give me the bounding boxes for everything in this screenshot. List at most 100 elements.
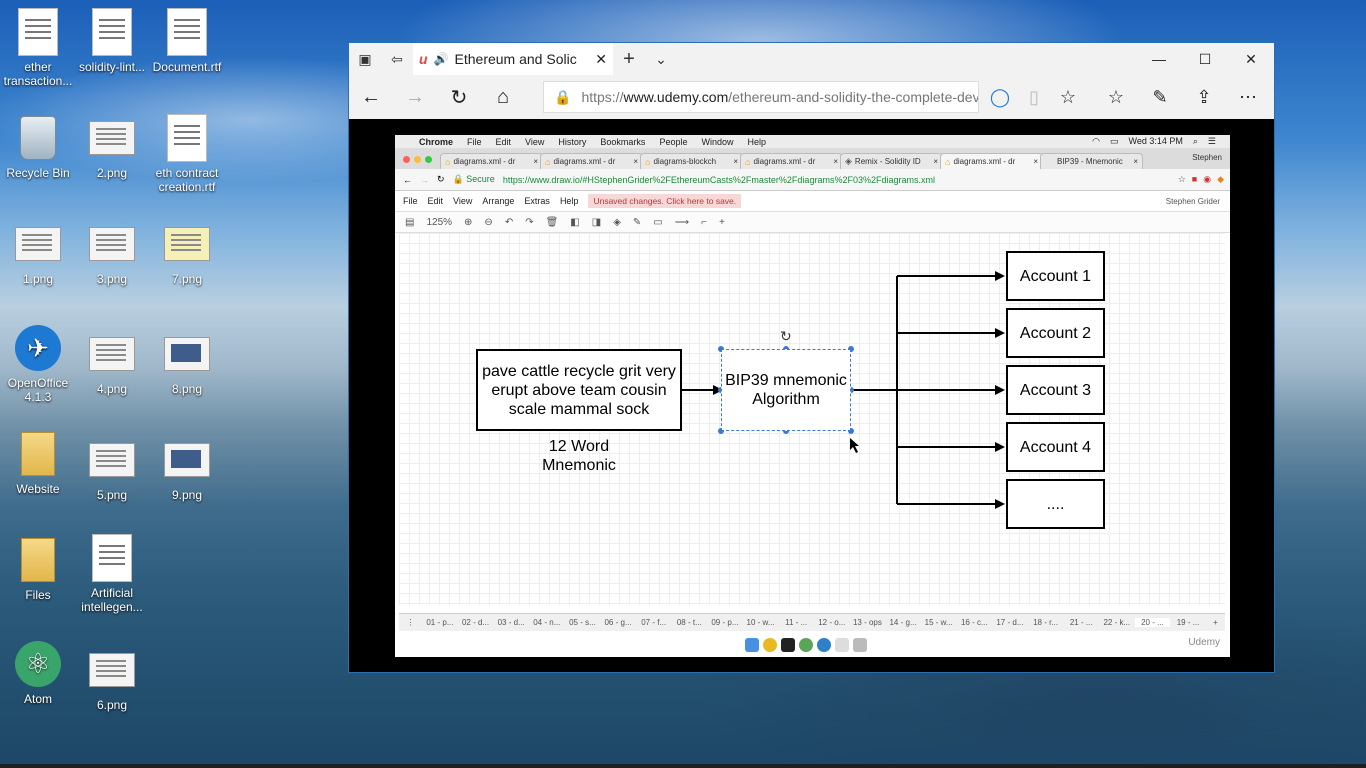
minimize-icon[interactable]: —: [1152, 51, 1166, 67]
edge-tab-active[interactable]: u 🔊 Ethereum and Solic ✕: [413, 43, 613, 75]
mac-menu-edit: Edit: [495, 136, 512, 147]
opera-icon: ◉: [1203, 174, 1212, 184]
unsaved-changes-notice: Unsaved changes. Click here to save.: [588, 194, 742, 208]
zoom-level: 125%: [426, 216, 453, 228]
image-file-icon: [89, 653, 135, 687]
desktop-icon-label: 3.png: [96, 272, 128, 286]
account-label: ....: [1046, 495, 1065, 513]
desktop-icon-label: 2.png: [96, 166, 128, 180]
reading-view-icon[interactable]: ▯: [1029, 86, 1039, 107]
desktop-icon-5-png[interactable]: 5.png: [74, 436, 150, 502]
close-tab-icon[interactable]: ✕: [595, 50, 607, 67]
account-label: Account 1: [1019, 267, 1092, 285]
zoom-in-icon: ⊕: [464, 216, 473, 228]
address-bar[interactable]: 🔒 https://www.udemy.com/ethereum-and-sol…: [543, 81, 979, 113]
chrome-tab: ◈Remix - Solidity ID×: [840, 153, 943, 169]
desktop-icon-label: Artificial intellegen...: [81, 586, 143, 614]
openoffice-icon: ✈: [15, 325, 61, 371]
atom-icon: ⚛: [15, 641, 61, 687]
safari-icon: [817, 638, 831, 652]
edge-browser-window: ▣ ⇦ u 🔊 Ethereum and Solic ✕ + ⌄ — ☐ ✕ ←…: [348, 42, 1275, 673]
desktop-icon-solidity-lint[interactable]: solidity-lint...: [74, 8, 150, 74]
mnemonic-box: pave cattle recycle grit very erupt abov…: [476, 349, 682, 431]
diagram-connectors: ↻: [682, 271, 1005, 509]
tabs-aside-icon[interactable]: ⇦: [391, 50, 403, 67]
desktop-icon-3-png[interactable]: 3.png: [74, 220, 150, 286]
more-icon[interactable]: ⋯: [1239, 86, 1257, 107]
rotate-handle-icon: ↻: [780, 329, 792, 345]
drawio-favicon-icon: ⌂: [645, 156, 651, 167]
refresh-icon[interactable]: ↻: [450, 86, 468, 109]
chrome-icon: [763, 638, 777, 652]
image-file-icon: [89, 337, 135, 371]
address-host: www.udemy.com: [623, 89, 729, 105]
desktop-icon-2-png[interactable]: 2.png: [74, 114, 150, 180]
page-tab: 21 - ...: [1069, 618, 1093, 627]
favorites-hub-icon[interactable]: ☆: [1107, 86, 1125, 107]
document-icon: [835, 638, 849, 652]
desktop-icon-recycle-bin[interactable]: Recycle Bin: [0, 114, 76, 180]
desktop-icon-4-png[interactable]: 4.png: [74, 330, 150, 396]
desktop-icon-8-png[interactable]: 8.png: [149, 330, 225, 396]
wifi-icon: ◠: [1092, 136, 1100, 146]
drawio-menubar: File Edit View Arrange Extras Help Unsav…: [395, 191, 1230, 211]
desktop-icon-ether-transaction[interactable]: ether transaction...: [0, 8, 76, 88]
mac-menu-file: File: [467, 136, 482, 147]
drawio-favicon-icon: ⌂: [545, 156, 551, 167]
forward-arrow-icon[interactable]: →: [405, 85, 425, 108]
drawio-menu-arrange: Arrange: [482, 196, 515, 206]
desktop-icon-atom[interactable]: ⚛ Atom: [0, 640, 76, 706]
desktop-icon-files-folder[interactable]: Files: [0, 536, 76, 602]
drawio-menu-edit: Edit: [427, 196, 444, 206]
close-window-icon[interactable]: ✕: [1245, 50, 1257, 67]
desktop-icon-label: 6.png: [96, 698, 128, 712]
new-tab-icon[interactable]: +: [623, 47, 635, 70]
desktop-icon-9-png[interactable]: 9.png: [149, 436, 225, 502]
close-icon: ×: [533, 157, 538, 166]
maximize-icon[interactable]: ☐: [1198, 50, 1212, 67]
page-tab: 08 - t...: [676, 618, 702, 627]
tab-preview-chevron-icon[interactable]: ⌄: [655, 50, 667, 67]
document-icon: [167, 114, 207, 162]
page-tab: 07 - f...: [641, 618, 667, 627]
close-icon: ×: [1033, 157, 1038, 166]
desktop-icon-label: 4.png: [96, 382, 128, 396]
web-note-pen-icon[interactable]: ✎: [1152, 86, 1168, 107]
set-aside-tabs-icon[interactable]: ▣: [358, 50, 372, 67]
cortana-ring-icon[interactable]: ◯: [989, 86, 1011, 107]
share-icon[interactable]: ⇪: [1196, 86, 1212, 107]
folder-icon: [21, 538, 55, 582]
desktop-icon-artificial-intellegence[interactable]: Artificial intellegen...: [74, 534, 150, 614]
chrome-tab-strip: ⌂diagrams.xml - dr× ⌂diagrams.xml - dr× …: [395, 149, 1230, 169]
desktop-icon-eth-contract-creation[interactable]: eth contract creation.rtf: [149, 114, 225, 194]
back-arrow-icon[interactable]: ←: [361, 85, 381, 108]
home-icon[interactable]: ⌂: [496, 85, 510, 108]
format-panel-icon: ▤: [405, 216, 415, 228]
desktop-icon-openoffice[interactable]: ✈ OpenOffice 4.1.3: [0, 324, 76, 404]
tab-title: Ethereum and Solic: [454, 51, 577, 67]
video-player[interactable]: Chrome File Edit View History Bookmarks …: [349, 119, 1274, 672]
algorithm-text: BIP39 mnemonic Algorithm: [725, 372, 847, 408]
favorite-star-icon[interactable]: ☆: [1059, 86, 1077, 107]
image-file-icon: [89, 121, 135, 155]
spotify-icon: [799, 638, 813, 652]
redo-icon: ↷: [525, 216, 534, 228]
desktop-icon-label: Document.rtf: [152, 60, 222, 74]
desktop-icon-label: 1.png: [22, 272, 54, 286]
drawio-user: Stephen Grider: [1165, 196, 1220, 206]
page-tab: 15 - w...: [924, 618, 953, 627]
desktop-icon-6-png[interactable]: 6.png: [74, 646, 150, 712]
account-label: Account 3: [1019, 381, 1092, 399]
desktop-icon-7-png[interactable]: 7.png: [149, 220, 225, 286]
zoom-dot-icon: [425, 156, 432, 163]
drawio-page-tabs: ⋮ 01 - p... 02 - d... 03 - d... 04 - n..…: [399, 613, 1225, 631]
document-icon: [92, 534, 132, 582]
desktop-icon-document-rtf[interactable]: Document.rtf: [149, 8, 225, 74]
desktop-icon-website-folder[interactable]: Website: [0, 430, 76, 496]
mnemonic-text: pave cattle recycle grit very erupt abov…: [482, 362, 676, 418]
edge-navbar: ← → ↻ ⌂ 🔒 https://www.udemy.com/ethereum…: [349, 75, 1274, 119]
close-icon: ×: [933, 157, 938, 166]
page-tab: 22 - k...: [1103, 618, 1131, 627]
audio-playing-icon[interactable]: 🔊: [433, 52, 449, 66]
desktop-icon-1-png[interactable]: 1.png: [0, 220, 76, 286]
